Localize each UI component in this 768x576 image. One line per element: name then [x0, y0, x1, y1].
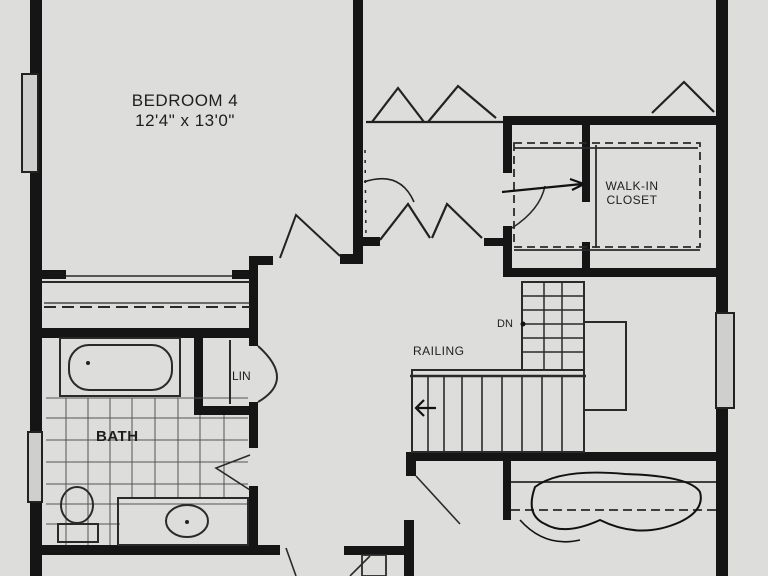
bathtub	[59, 337, 181, 397]
walkin-partition	[582, 120, 590, 202]
bifold-door-1	[371, 86, 425, 123]
stair-direction-label: DN	[497, 318, 513, 330]
bath-bottom-wall	[42, 545, 280, 555]
bath-label: BATH	[96, 428, 139, 445]
landing	[583, 321, 627, 411]
bedroom-right-wall	[353, 0, 363, 262]
linen-closet	[229, 340, 278, 404]
bedroom-door-jamb	[340, 254, 363, 264]
walk-in-closet-line1: WALK-IN	[605, 179, 659, 193]
lower-room-left-wall	[503, 460, 511, 520]
walkin-left-wall-lower	[503, 226, 512, 276]
toilet-tank	[57, 523, 99, 543]
bifold-door-5	[430, 202, 483, 239]
walk-in-closet-label: WALK-IN CLOSET	[590, 179, 674, 208]
bedroom-dimensions: 12'4" x 13'0"	[135, 110, 235, 130]
swing-door	[363, 178, 415, 203]
hall-closet	[363, 80, 715, 241]
lower-room-top-wall	[410, 452, 720, 461]
linen-bottom-wall	[194, 406, 254, 415]
hall-west-wall-notch	[249, 256, 273, 265]
hall-closet-header	[484, 238, 510, 246]
bedroom-closet	[42, 275, 250, 308]
walk-in-closet-line2: CLOSET	[606, 192, 658, 207]
bedroom-name: BEDROOM 4	[131, 91, 239, 110]
walk-in-closet	[501, 142, 701, 251]
bifold-door-4	[379, 202, 431, 241]
lower-room-left-post	[406, 452, 416, 476]
hand-drawn-arrow	[501, 182, 583, 194]
lower-stair-run	[411, 369, 585, 453]
hand-drawn-loop	[530, 471, 702, 532]
lower-room	[285, 471, 716, 576]
dn-marker	[520, 321, 526, 327]
walkin-bottom-wall	[503, 268, 719, 277]
toilet-bowl	[60, 486, 94, 524]
bedroom-label: BEDROOM 4 12'4" x 13'0"	[100, 91, 270, 130]
bedroom-bottom-wall-left	[42, 270, 66, 279]
bath-east-wall	[249, 402, 258, 448]
bath-window	[27, 431, 43, 503]
hall-west-wall	[249, 256, 258, 346]
walkin-left-wall	[503, 116, 512, 173]
bath-fixtures	[46, 337, 251, 546]
hall-bottom-wall-stub	[344, 546, 414, 555]
linen-left-wall	[194, 336, 203, 414]
linen-closet-label: LIN	[232, 369, 251, 383]
bifold-door-3	[651, 80, 715, 114]
stair-arrow	[414, 399, 436, 417]
bedroom-window	[21, 73, 39, 173]
railing-label: RAILING	[413, 344, 465, 358]
bathtub-basin	[68, 344, 173, 391]
sink	[165, 504, 209, 538]
vanity	[117, 497, 249, 546]
walkin-top-wall	[503, 116, 719, 125]
bedroom-door	[279, 213, 341, 259]
bath-east-wall-lower	[249, 486, 258, 548]
hall-bottom-post	[404, 520, 414, 576]
closet-bottom-wall	[360, 237, 380, 246]
bath-door	[214, 454, 251, 491]
right-exterior-wall	[716, 0, 728, 576]
walkin-partition-lower	[582, 242, 590, 272]
windows	[21, 73, 735, 503]
bifold-door-2	[427, 84, 497, 123]
east-window	[715, 312, 735, 409]
stairs	[410, 281, 627, 453]
bath-top-wall	[42, 328, 254, 338]
bedroom-bottom-wall-right	[232, 270, 254, 279]
walkin-door-swing	[511, 185, 546, 229]
